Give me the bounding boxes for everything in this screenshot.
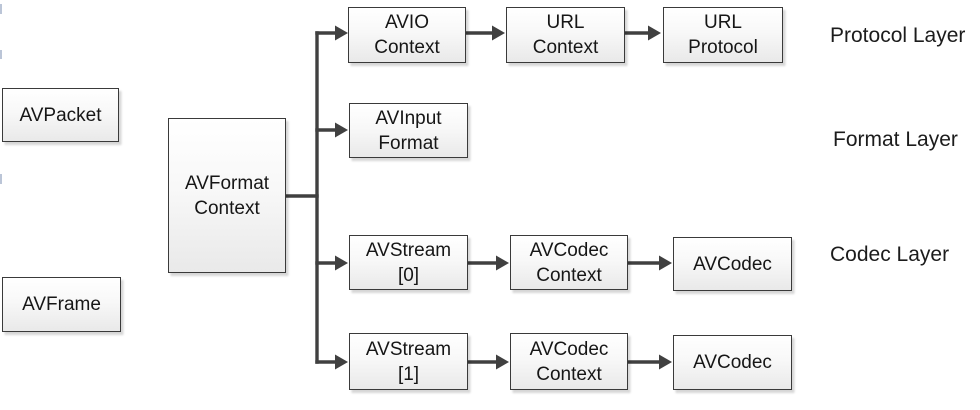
branch-arrow-avstream1 — [315, 354, 348, 370]
arrow-avcodecctx1-to-avcodec — [628, 354, 672, 370]
arrow-avstream1-to-avcodecctx — [468, 354, 509, 370]
arrow-avio-to-urlcontext — [466, 25, 505, 41]
node-avio-context: AVIO Context — [348, 7, 466, 63]
branch-arrow-avio — [315, 25, 348, 41]
arrow-avstream0-to-avcodecctx — [468, 255, 509, 271]
branch-arrow-avstream0 — [315, 255, 348, 271]
screen-edge-artifact — [0, 174, 2, 184]
node-avcodec-0: AVCodec — [673, 237, 792, 291]
node-avcodec-context-0: AVCodec Context — [510, 235, 628, 290]
node-avframe: AVFrame — [2, 277, 121, 332]
node-avcodec-1: AVCodec — [673, 335, 792, 390]
node-url-protocol: URL Protocol — [663, 7, 783, 63]
node-url-context: URL Context — [506, 7, 625, 63]
trunk-connector — [285, 31, 319, 364]
node-avpacket: AVPacket — [2, 88, 119, 142]
screen-edge-artifact — [0, 4, 2, 14]
node-avinput-format: AVInput Format — [349, 103, 468, 158]
branch-arrow-avinput — [315, 122, 348, 138]
node-avstream-0: AVStream [0] — [349, 235, 468, 290]
layer-label-codec: Codec Layer — [830, 243, 950, 266]
arrow-urlcontext-to-urlprotocol — [625, 25, 661, 41]
arrow-avcodecctx0-to-avcodec — [628, 255, 672, 271]
node-avformat-context: AVFormat Context — [168, 118, 286, 273]
node-avstream-1: AVStream [1] — [349, 333, 468, 390]
layer-label-format: Format Layer — [833, 128, 958, 151]
node-avcodec-context-1: AVCodec Context — [510, 333, 628, 390]
screen-edge-artifact — [0, 50, 2, 59]
layer-label-protocol: Protocol Layer — [830, 24, 966, 47]
